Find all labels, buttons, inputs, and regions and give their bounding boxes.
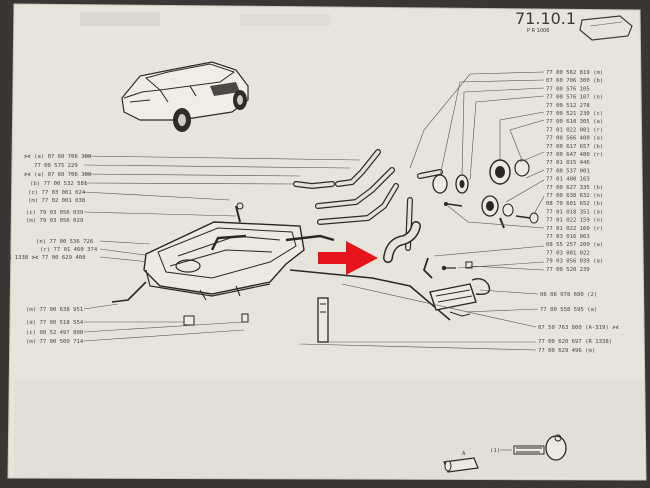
- label-left-4: (b) 77 00 532 581: [30, 181, 87, 187]
- label-right-3: 77 00 576 105: [546, 86, 590, 92]
- fuel-pump-parts: [317, 257, 491, 343]
- label-left-7: (c) 79 03 056 039: [26, 210, 83, 216]
- label-right-1: 77 00 562 819 (m): [546, 70, 603, 76]
- sender-tube: [317, 297, 329, 343]
- label-left-6: (m) 77 02 001 038: [28, 198, 86, 204]
- bottom-left-labels: (m) 77 00 638 951 (d) 77 00 518 554 (c) …: [26, 303, 245, 345]
- label-right-11: 77 00 647 480 (r): [546, 152, 603, 158]
- label-right-15: 77 00 627 335 (b): [546, 185, 603, 191]
- page-ref-number: 71.10.1: [515, 9, 576, 28]
- label-right-12: 77 01 015 446: [546, 160, 590, 166]
- page-reference: 71.10.1 P R 1006: [515, 9, 633, 41]
- key-icon: [513, 434, 567, 461]
- label-right-10: 77 00 617 657 (b): [546, 144, 603, 150]
- label-right-20: 77 01 022 160 (r): [546, 226, 603, 232]
- label-right-5: 77 00 512 278: [546, 103, 590, 109]
- legend-key-a: A: [462, 451, 466, 457]
- label-right-7: 77 00 610 305 (a): [546, 119, 603, 125]
- highlight-arrow: [318, 241, 378, 275]
- vent-line: [289, 269, 451, 321]
- label-right-13: 77 00 537 001: [546, 168, 590, 174]
- label-right-17: 08 70 601 652 (b): [546, 201, 603, 207]
- label-left-2: 77 00 575 229: [34, 163, 78, 169]
- label-right-4: 77 00 576 107 (n): [546, 95, 603, 101]
- label-right-16: 77 00 638 632 (n): [546, 193, 603, 199]
- fuel-tank: [111, 202, 335, 326]
- label-botleft-1: (m) 77 00 638 951: [26, 307, 83, 313]
- legend: A (1): [443, 434, 567, 473]
- label-right-low-2: 77 00 558 595 (a): [540, 307, 597, 313]
- mid-left-labels: (n) 77 00 536 726 (r) 77 01 460 374 R 13…: [8, 239, 153, 263]
- left-labels: ≯≮ (a) 07 60 706 300 77 00 575 229 ≯≮ (a…: [24, 154, 361, 224]
- paper-page: [8, 4, 646, 480]
- label-botleft-3: (c) 08 52 497 800: [26, 330, 83, 336]
- label-right-24: 79 03 056 039 (a): [546, 259, 603, 265]
- label-left-3: ≯≮ (a) 07 60 706 300: [24, 172, 91, 178]
- label-botleft-4: (m) 77 00 500 714: [26, 339, 84, 345]
- right-leader-lines: [299, 71, 545, 351]
- label-midleft-2: (r) 77 01 460 374: [40, 247, 98, 253]
- label-right-25: 77 00 520 239: [546, 267, 590, 273]
- label-right-22: 08 55 257 200 (a): [546, 242, 603, 248]
- label-right-8: 77 01 022 081 (r): [546, 127, 603, 133]
- label-right-23: 77 03 001 022: [546, 250, 590, 256]
- label-right-6: 77 00 521 230 (c): [546, 111, 603, 117]
- label-left-1: ≯≮ (a) 07 60 706 300: [24, 154, 91, 160]
- label-right-low-1: 06 06 078 600 (2): [540, 292, 597, 298]
- tank-thumbnail: [579, 15, 633, 41]
- label-right-9: 77 00 566 400 (a): [546, 136, 603, 142]
- label-right-14: 77 01 400 163: [546, 177, 590, 183]
- label-midleft-3: R 1338 ≯≮ 77 00 629 408: [8, 255, 86, 261]
- label-right-18: 77 01 018 351 (a): [546, 209, 603, 215]
- label-right-19: 77 01 022 159 (n): [546, 218, 603, 224]
- label-right-21: 77 03 016 063: [546, 234, 590, 240]
- label-right-low-5: 77 00 629 496 (m): [538, 348, 595, 354]
- label-midleft-1: (n) 77 00 536 726: [36, 239, 93, 245]
- hose-assembly: [293, 149, 443, 263]
- car-illustration: [121, 61, 249, 132]
- label-left-5: (c) 77 03 001 024: [28, 190, 86, 196]
- label-right-low-3: 07 50 763 800 (A-319) ≯≮: [538, 325, 619, 331]
- page-ref-sub: P R 1006: [527, 28, 549, 34]
- right-labels: 77 00 562 819 (m) 07 60 706 300 (b) 77 00 …: [546, 70, 603, 273]
- label-right-low-4: 77 00 620 697 (R 1338): [538, 339, 612, 345]
- legend-key-ref: (1): [490, 448, 500, 454]
- right-low-labels: 06 06 078 600 (2) 77 00 558 595 (a) 07 50 …: [538, 292, 619, 354]
- label-botleft-2: (d) 77 00 518 554: [26, 320, 84, 326]
- label-right-2: 07 60 706 300 (b): [546, 78, 603, 84]
- label-left-8: (m) 79 03 056 029: [26, 218, 83, 224]
